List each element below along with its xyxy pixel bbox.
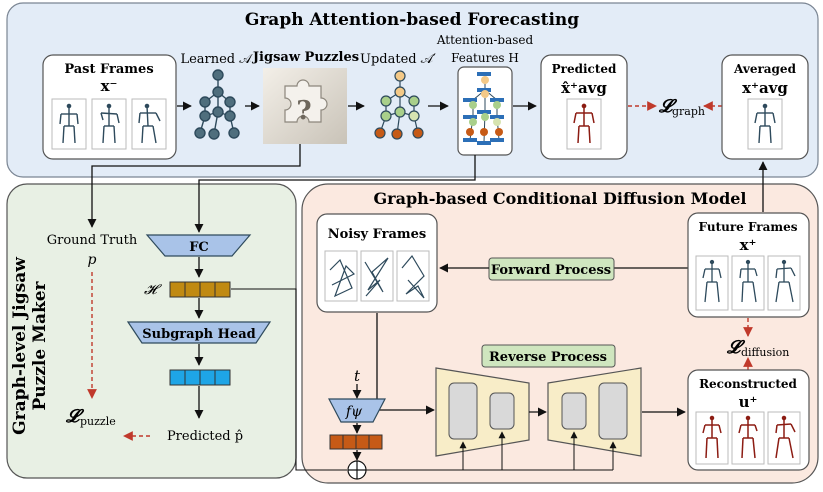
reverse-process-label: Reverse Process <box>489 350 607 365</box>
reconstructed-skeletons <box>702 415 796 459</box>
updated-a-graph <box>374 70 424 140</box>
t-symbol: t <box>354 367 361 385</box>
averaged-label: Averaged <box>733 62 797 76</box>
features-label-1: Attention-based <box>436 33 534 47</box>
averaged-box: Averaged x⁺avg <box>721 54 809 160</box>
arrow-features-to-fc <box>194 155 476 233</box>
future-skeletons <box>702 259 796 303</box>
past-frames-symbol: x⁻ <box>101 77 118 95</box>
forward-process-block: Forward Process <box>488 257 615 281</box>
jigsaw-puzzle-icon: ? <box>263 68 347 144</box>
predicted-label: Predicted <box>552 62 617 76</box>
jigsaw-label: Jigsaw Puzzles <box>252 50 359 65</box>
f-psi-symbol: fψ <box>345 404 363 420</box>
reconstructed-label: Reconstructed <box>699 377 797 391</box>
past-frames-label: Past Frames <box>64 62 153 77</box>
predicted-skeleton <box>573 103 595 144</box>
sum-node <box>347 460 367 480</box>
future-frames-box: Future Frames x⁺ <box>687 212 810 318</box>
fc-block: FC <box>145 234 252 257</box>
unet-decoder <box>547 367 642 457</box>
subgraph-output-vector <box>169 369 231 386</box>
past-frames-box: Past Frames x⁻ <box>42 54 177 160</box>
past-frame-thumb-1 <box>51 98 87 150</box>
left-panel-title-line2: Puzzle Maker <box>30 280 50 410</box>
noisy-frames-box: Noisy Frames <box>316 213 438 313</box>
conditioning-lines <box>366 431 617 471</box>
question-mark-icon: ? <box>296 96 311 126</box>
features-label-2: Features H <box>451 51 519 65</box>
future-frames-symbol: x⁺ <box>740 236 757 254</box>
unet-encoder <box>435 367 530 457</box>
subgraph-head-label: Subgraph Head <box>142 327 255 342</box>
learned-a-label: Learned 𝒜 <box>180 52 253 67</box>
reverse-process-block: Reverse Process <box>481 344 616 368</box>
future-frames-label: Future Frames <box>699 220 798 234</box>
reconstructed-box: Reconstructed u⁺ <box>687 369 810 471</box>
left-panel-title-line1: Graph-level Jigsaw <box>10 257 30 435</box>
time-embedding-vector <box>329 434 383 450</box>
top-panel-title: Graph Attention-based Forecasting <box>245 10 579 30</box>
graph-loss-subscript: graph <box>672 105 705 118</box>
right-panel-title: Graph-based Conditional Diffusion Model <box>373 189 746 208</box>
past-frame-thumb-2 <box>91 98 127 150</box>
puzzle-loss-subscript: puzzle <box>80 415 116 428</box>
reconstructed-symbol: u⁺ <box>739 393 758 411</box>
past-frame-thumb-3 <box>131 98 167 150</box>
features-h-box <box>457 66 513 156</box>
ground-truth-symbol: p <box>88 252 97 268</box>
averaged-skeleton <box>754 103 776 144</box>
f-psi-block: fψ <box>328 398 386 423</box>
subgraph-head-block: Subgraph Head <box>126 321 272 344</box>
predicted-box: Predicted x̂⁺avg <box>540 54 628 160</box>
noisy-frames-label: Noisy Frames <box>328 227 427 242</box>
learned-a-graph <box>194 69 240 140</box>
arrow-h-to-sum <box>231 288 347 471</box>
diffusion-loss-subscript: diffusion <box>741 346 789 359</box>
fc-label: FC <box>189 240 209 255</box>
ground-truth-label: Ground Truth <box>47 233 138 248</box>
updated-a-label: Updated 𝒜′ <box>360 52 436 67</box>
averaged-symbol: x⁺avg <box>742 79 788 97</box>
forward-process-label: Forward Process <box>491 263 611 278</box>
predicted-symbol: x̂⁺avg <box>561 79 607 97</box>
arrow-jigsaw-to-ground-truth <box>87 144 301 228</box>
noisy-skeletons <box>329 254 425 299</box>
h-feature-vector <box>169 281 231 298</box>
predicted-p-label: Predicted p̂ <box>167 429 243 444</box>
